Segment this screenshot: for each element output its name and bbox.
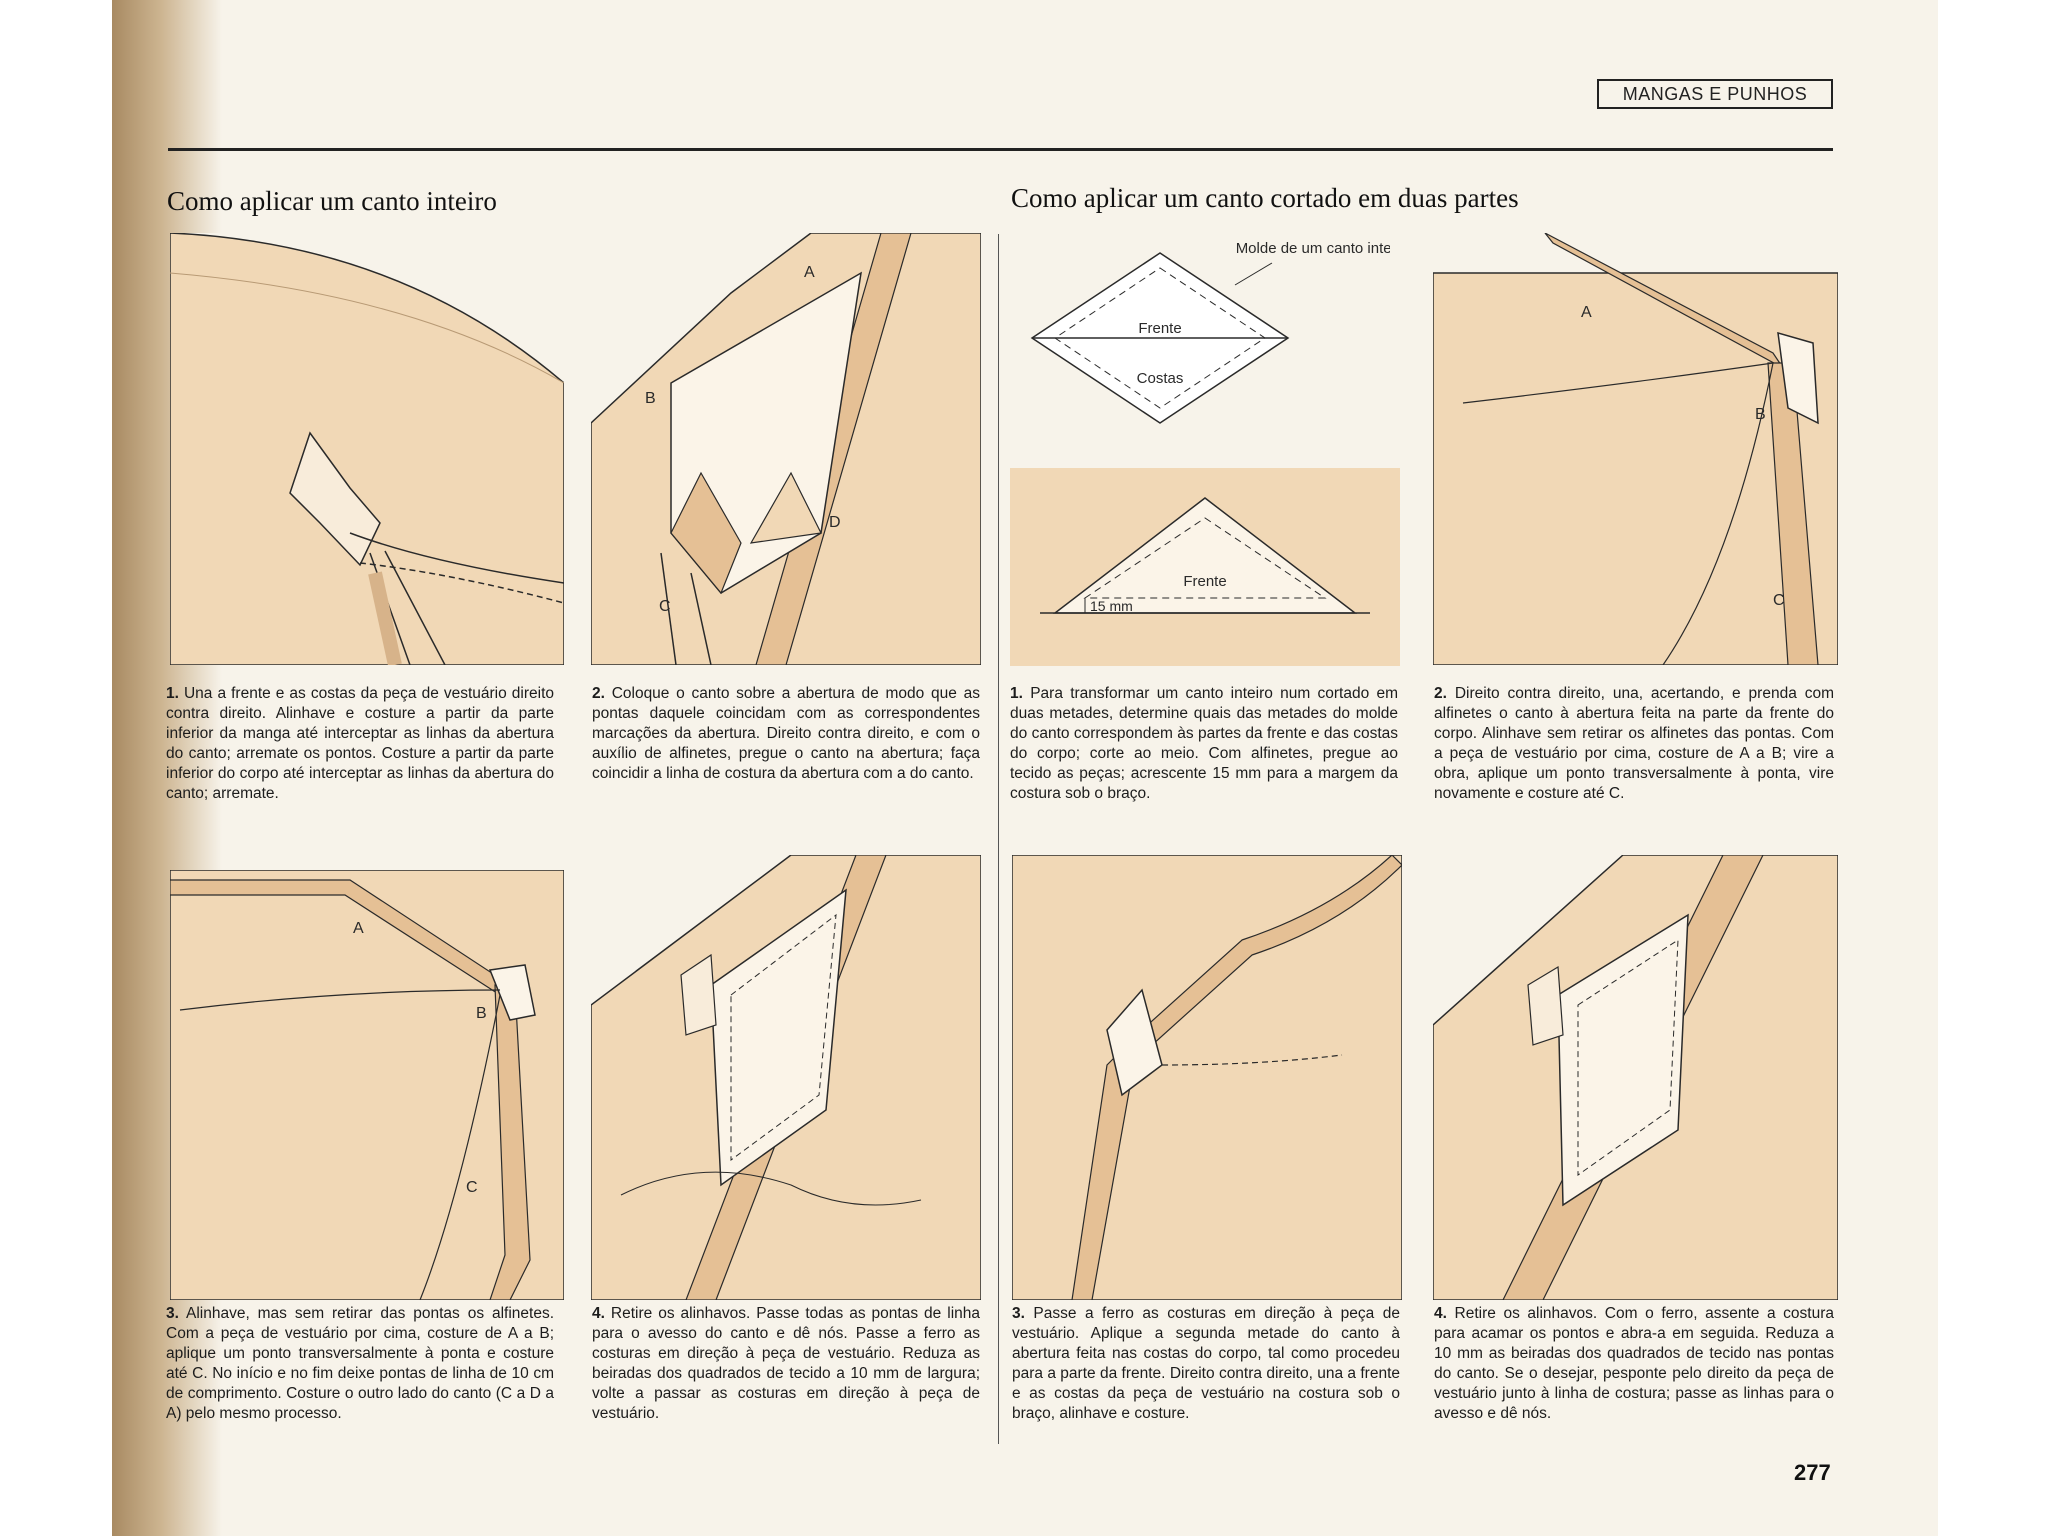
- caption-number: 4.: [592, 1305, 605, 1322]
- caption-left-3: 3. Alinhave, mas sem retirar das pontas …: [166, 1304, 554, 1424]
- header-rule: [168, 148, 1833, 151]
- caption-text: Coloque o canto sobre a abertura de modo…: [592, 685, 980, 782]
- caption-number: 2.: [592, 685, 605, 702]
- caption-text: Passe a ferro as costuras em direção à p…: [1012, 1305, 1400, 1422]
- caption-text: Una a frente e as costas da peça de vest…: [166, 685, 554, 802]
- label-c: C: [466, 1179, 478, 1196]
- left-section-title: Como aplicar um canto inteiro: [167, 186, 497, 217]
- figure-left-3: A B C: [170, 870, 564, 1300]
- caption-right-1: 1. Para transformar um canto inteiro num…: [1010, 684, 1398, 804]
- seam-allowance-label: 15 mm: [1090, 598, 1133, 614]
- column-divider: [998, 234, 999, 1444]
- label-c: C: [659, 598, 671, 615]
- caption-text: Retire os alinhavos. Passe todas as pont…: [592, 1305, 980, 1422]
- page-number: 277: [1794, 1460, 1831, 1486]
- label-d: D: [829, 514, 841, 531]
- figure-right-1-pattern: Frente Costas Molde de um canto inteiro: [1010, 233, 1390, 453]
- caption-number: 1.: [166, 685, 179, 702]
- label-b: B: [645, 390, 656, 407]
- label-a: A: [804, 264, 815, 281]
- section-tag: MANGAS E PUNHOS: [1597, 79, 1833, 109]
- fabric-front-label: Frente: [1183, 573, 1226, 590]
- figure-left-1: [170, 233, 564, 665]
- caption-number: 3.: [1012, 1305, 1025, 1322]
- caption-number: 1.: [1010, 685, 1023, 702]
- caption-text: Alinhave, mas sem retirar das pontas os …: [166, 1305, 554, 1422]
- label-b: B: [476, 1005, 487, 1022]
- pattern-note: Molde de um canto inteiro: [1236, 240, 1390, 257]
- caption-number: 2.: [1434, 685, 1447, 702]
- figure-left-2: A B C D: [591, 233, 981, 665]
- label-a: A: [353, 920, 364, 937]
- caption-right-3: 3. Passe a ferro as costuras em direção …: [1012, 1304, 1400, 1424]
- caption-text: Para transformar um canto inteiro num co…: [1010, 685, 1398, 802]
- figure-right-3: [1012, 855, 1402, 1300]
- label-a: A: [1581, 304, 1592, 321]
- figure-left-4: [591, 855, 981, 1300]
- caption-left-4: 4. Retire os alinhavos. Passe todas as p…: [592, 1304, 980, 1424]
- right-section-title: Como aplicar um canto cortado em duas pa…: [1011, 183, 1519, 214]
- figure-right-1-fabric: Frente 15 mm: [1010, 468, 1400, 666]
- figure-right-4: [1433, 855, 1838, 1300]
- pattern-back-label: Costas: [1137, 370, 1184, 387]
- caption-text: Retire os alinhavos. Com o ferro, assent…: [1434, 1305, 1834, 1422]
- caption-right-2: 2. Direito contra direito, una, acertand…: [1434, 684, 1834, 804]
- caption-right-4: 4. Retire os alinhavos. Com o ferro, ass…: [1434, 1304, 1834, 1424]
- label-c: C: [1773, 592, 1785, 609]
- caption-left-1: 1. Una a frente e as costas da peça de v…: [166, 684, 554, 804]
- book-page: MANGAS E PUNHOS Como aplicar um canto in…: [112, 0, 1938, 1536]
- caption-number: 4.: [1434, 1305, 1447, 1322]
- caption-left-2: 2. Coloque o canto sobre a abertura de m…: [592, 684, 980, 784]
- caption-text: Direito contra direito, una, acertando, …: [1434, 685, 1834, 802]
- label-b: B: [1755, 406, 1766, 423]
- figure-right-2: A B C: [1433, 233, 1838, 665]
- pattern-front-label: Frente: [1138, 320, 1181, 337]
- caption-number: 3.: [166, 1305, 179, 1322]
- pattern-note-text: Molde de um canto inteiro: [1236, 240, 1390, 257]
